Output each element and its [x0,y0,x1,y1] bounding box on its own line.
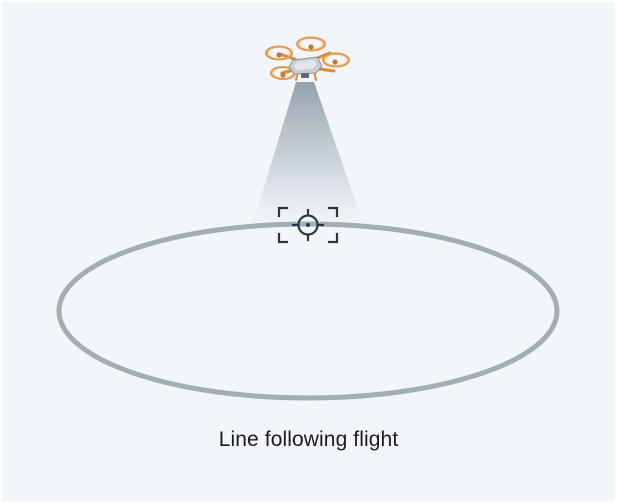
crosshair-target-icon [277,206,339,244]
quadcopter-drone-icon [265,36,350,81]
camera-beam [252,82,364,226]
flight-track-line [56,221,560,401]
diagram-caption: Line following flight [218,428,399,451]
